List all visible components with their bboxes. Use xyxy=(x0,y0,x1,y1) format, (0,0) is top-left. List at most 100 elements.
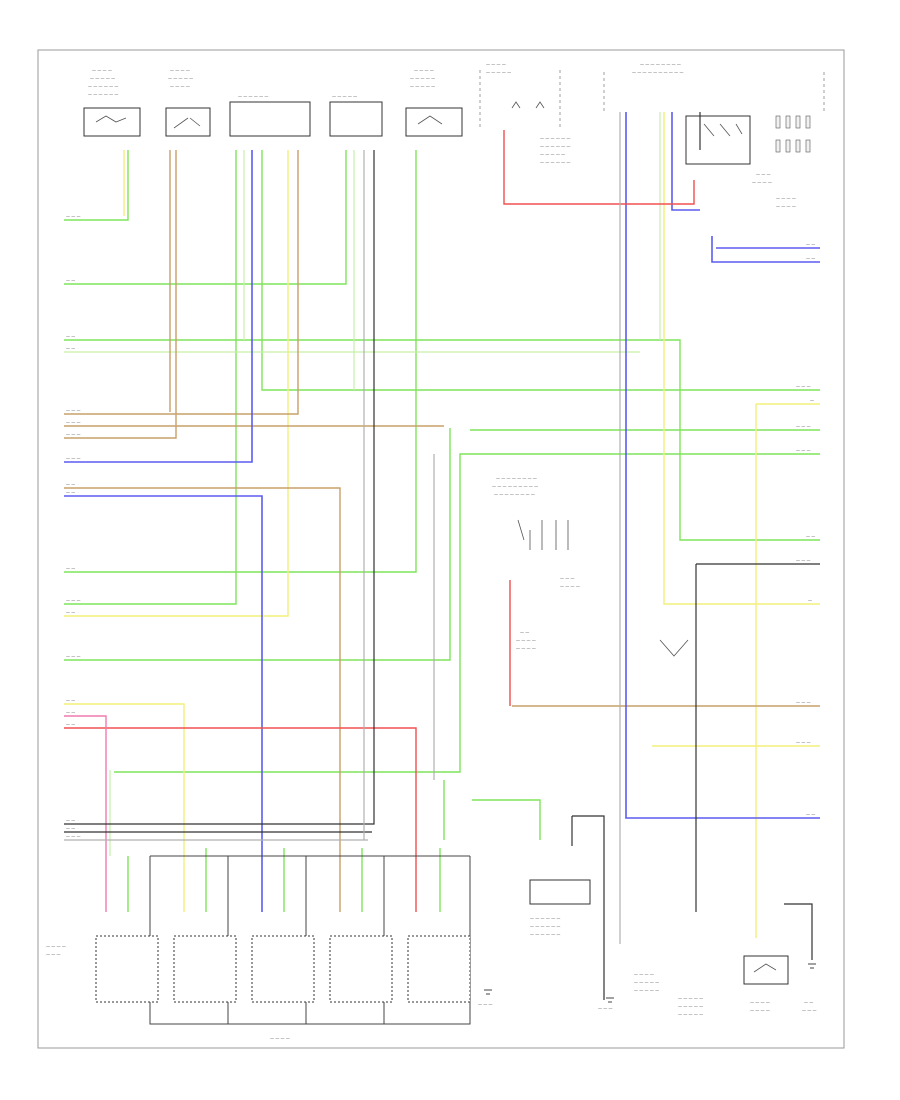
svg-text:— — — —: — — — — xyxy=(516,646,536,651)
svg-text:— — — — —: — — — — — xyxy=(90,76,115,81)
svg-text:— —: — — xyxy=(66,346,75,351)
lightgreen-wire-group xyxy=(64,112,661,856)
bottom-right-components: — — — — — — — — — — — — — — — — — — — — … xyxy=(634,955,817,1017)
relay-connector-pins xyxy=(775,115,811,153)
svg-text:— — —: — — — xyxy=(796,700,811,705)
svg-text:— — — — — —: — — — — — — xyxy=(530,916,560,921)
svg-text:— — — — —: — — — — — xyxy=(678,1004,703,1009)
svg-text:— — — — —: — — — — — xyxy=(410,76,435,81)
svg-text:— — — — — — — — —: — — — — — — — — — xyxy=(492,484,538,489)
bottom-sensor-module: — — — — — — — — — — — — — — — — — — xyxy=(529,879,591,937)
svg-text:— —: — — xyxy=(66,490,75,495)
svg-text:— — — — — —: — — — — — — xyxy=(540,160,570,165)
svg-text:— —: — — xyxy=(66,566,75,571)
svg-text:— — — — — —: — — — — — — xyxy=(530,924,560,929)
blue-wire-group xyxy=(64,112,820,912)
svg-text:— — —: — — — xyxy=(66,408,81,413)
svg-text:— —: — — xyxy=(66,334,75,339)
svg-text:— — — —: — — — — xyxy=(776,204,796,209)
svg-text:— — — — —: — — — — — xyxy=(678,996,703,1001)
svg-text:— — — —: — — — — xyxy=(750,1008,770,1013)
bottom-module-row: — — — — — — — — — — — xyxy=(46,855,471,1041)
pink-wire-group xyxy=(64,715,107,912)
svg-text:— — —: — — — xyxy=(66,654,81,659)
svg-text:— — — — —: — — — — — xyxy=(678,1012,703,1017)
svg-text:— —: — — xyxy=(520,630,529,635)
middle-module: — — — — — — — — — — — — — — — — — — — — … xyxy=(492,476,689,657)
svg-text:— — — — — —: — — — — — — xyxy=(88,92,118,97)
diagram-border xyxy=(37,49,845,1049)
svg-text:— — — —: — — — — xyxy=(486,62,506,67)
svg-text:— — —: — — — xyxy=(560,576,575,581)
svg-text:— —: — — xyxy=(66,278,75,283)
svg-text:— — — —: — — — — xyxy=(750,1000,770,1005)
svg-text:— — — — — — — —: — — — — — — — — xyxy=(640,62,681,67)
svg-text:— — —: — — — xyxy=(796,448,811,453)
svg-text:— — —: — — — xyxy=(66,214,81,219)
sensor-box-1: — — — — — — — — — — — — — — — — — — — — … xyxy=(83,68,141,137)
svg-text:— — —: — — — xyxy=(66,432,81,437)
svg-text:— — —: — — — xyxy=(66,834,81,839)
module-box-4: — — — — — xyxy=(329,94,383,137)
module-box-3: — — — — — — xyxy=(229,94,311,137)
svg-text:— — — —: — — — — xyxy=(170,68,190,73)
svg-text:— — — — —: — — — — — xyxy=(634,980,659,985)
red-wire-group xyxy=(64,130,695,912)
switch-box-2: — — — — — — — — — — — — — xyxy=(165,68,211,137)
svg-text:— — — — — — — — — —: — — — — — — — — — — xyxy=(632,70,683,75)
svg-text:— — —: — — — xyxy=(802,1008,817,1013)
svg-text:— —: — — xyxy=(66,710,75,715)
svg-text:— — — —: — — — — xyxy=(560,584,580,589)
svg-text:— — — —: — — — — xyxy=(270,1036,290,1041)
svg-text:— — —: — — — xyxy=(756,172,771,177)
relay-box: — — — — — — — — — — — — — — — — — — — — … xyxy=(603,62,825,209)
svg-text:—: — xyxy=(810,398,814,403)
svg-text:— —: — — xyxy=(66,722,75,727)
svg-text:—: — xyxy=(808,598,812,603)
svg-text:— — — —: — — — — xyxy=(92,68,112,73)
svg-text:— — —: — — — xyxy=(598,1006,613,1011)
svg-text:— — — — — —: — — — — — — xyxy=(238,94,268,99)
svg-text:— —: — — xyxy=(806,242,815,247)
svg-text:— — — —: — — — — xyxy=(170,84,190,89)
svg-text:— —: — — xyxy=(66,698,75,703)
svg-text:— — — — —: — — — — — xyxy=(410,84,435,89)
svg-text:— — —: — — — xyxy=(796,424,811,429)
brown-wire-group xyxy=(64,150,820,912)
black-wire-group xyxy=(64,112,820,1000)
svg-text:— — — —: — — — — xyxy=(414,68,434,73)
svg-text:— —: — — xyxy=(66,610,75,615)
right-wire-labels: — — — — — — — — — — — — — — — — — — — — … xyxy=(796,242,815,817)
svg-text:— — —: — — — xyxy=(66,598,81,603)
gray-wire-group xyxy=(64,112,621,944)
svg-text:— —: — — xyxy=(66,826,75,831)
svg-text:— — — —: — — — — xyxy=(634,972,654,977)
svg-text:— — —: — — — xyxy=(66,420,81,425)
svg-text:— — — — — —: — — — — — — xyxy=(530,932,560,937)
svg-text:— — — — — —: — — — — — — xyxy=(540,136,570,141)
ground-symbols: — — — — — — xyxy=(478,963,816,1011)
sensor-box-5: — — — — — — — — — — — — — — xyxy=(405,68,463,137)
svg-text:— — — — — — — —: — — — — — — — — xyxy=(494,492,535,497)
svg-text:— — —: — — — xyxy=(478,1002,493,1007)
fuse-block-label: — — — — — — — — — — — — — — — — — — — — … xyxy=(479,62,570,165)
svg-text:— —: — — xyxy=(66,818,75,823)
svg-text:— — —: — — — xyxy=(796,740,811,745)
svg-text:— — — — —: — — — — — xyxy=(634,988,659,993)
svg-text:— — — —: — — — — xyxy=(46,944,66,949)
svg-text:— — —: — — — xyxy=(796,384,811,389)
svg-text:— — — — —: — — — — — xyxy=(486,70,511,75)
svg-text:— — — — —: — — — — — xyxy=(168,76,193,81)
svg-text:— —: — — xyxy=(806,256,815,261)
svg-text:— — — — —: — — — — — xyxy=(332,94,357,99)
svg-text:— — —: — — — xyxy=(796,558,811,563)
svg-text:— — —: — — — xyxy=(66,456,81,461)
left-wire-labels: — — — — — — — — — — — — — — — — — — — — … xyxy=(66,214,81,839)
green-wire-group xyxy=(64,150,820,912)
svg-text:— —: — — xyxy=(804,1000,813,1005)
svg-text:— — —: — — — xyxy=(46,952,61,957)
svg-text:— — — —: — — — — xyxy=(516,638,536,643)
svg-text:— —: — — xyxy=(66,482,75,487)
svg-text:— — — — — —: — — — — — — xyxy=(88,84,118,89)
